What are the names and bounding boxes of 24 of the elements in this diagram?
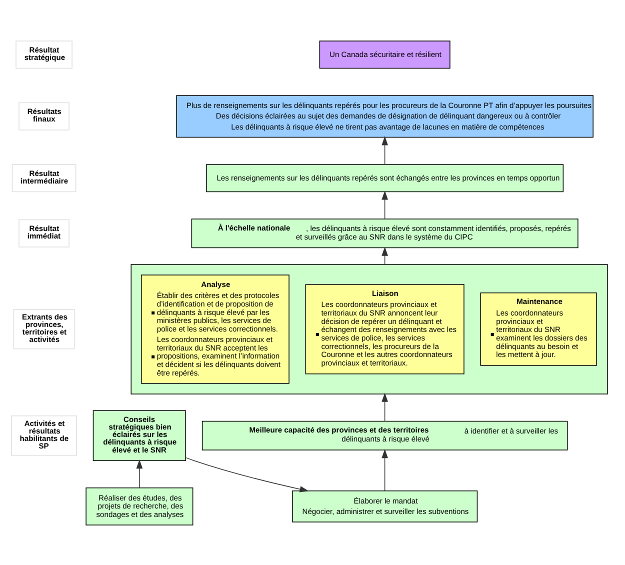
arrow	[382, 190, 388, 219]
node-box: Analyse Établir des critères et des protocoles d’identification et de proposition de délinquants à risque élevé par les ministères publics, les services de police et les services correctionnels. Les coordonnateurs provinciaux et territoriaux du SNR acceptent les propositions, examinent l’information et décident si les délinquants doivent être repérés.	[140, 274, 290, 384]
cluster	[130, 264, 608, 394]
label: Extrants des provinces, territoires et activités	[22, 312, 68, 344]
node-box: À l'échelle nationale, les délinquants à risque élevé sont constamment identifiés, proposés, repérés et surveillés grâce au SNR dans le système du CIPC	[191, 218, 578, 248]
arrow	[382, 448, 388, 490]
label: Résultats finaux	[27, 106, 62, 124]
node-box: Un Canada sécuritaire et résilient	[319, 40, 450, 68]
node-box: Conseils stratégiques bien éclairés sur les délinquants à risque élevé et le SNR	[92, 410, 186, 460]
node-box: Liaison Les coordonnateurs provinciaux et territoriaux du SNR annoncent leur décision de repérer un délinquant et échangent des renseignements avec les services de police, les services correctionnels, les procureurs de la Couronne et les autres coordonnateurs provinciaux et territoriaux.	[305, 284, 464, 374]
label: Résultat intermédiaire	[20, 168, 68, 185]
arrow	[382, 392, 388, 421]
label: Activités et résultats habilitants de SP	[20, 418, 69, 450]
arrow	[186, 456, 309, 492]
node-box: Élaborer le mandat Négocier, administrer et surveiller les subventions	[292, 490, 478, 522]
label: Résultat stratégique	[24, 44, 66, 62]
node-box: Plus de renseignements sur les délinquants repérés pour les procureurs de la Couronne PT afin d’appuyer les poursuites Des décisions éclairées au sujet des demandes de désignation de délinquant dangereux ou à contrôler Les délinquants à risque élevé ne tirent pas avantage de lacunes en matière de compétences	[176, 94, 594, 138]
node-box: Les renseignements sur les délinquants repérés sont échangés entre les provinces en temps opportun	[206, 164, 564, 192]
label: Résultat immédiat	[27, 224, 61, 240]
node-box: Maintenance Les coordonnateurs provinciaux et territoriaux du SNR examinent les dossiers des délinquants au besoin et les mettent à jour.	[480, 292, 597, 366]
arrow	[382, 136, 388, 164]
arrow	[136, 459, 143, 488]
node-box: Meilleure capacité des provinces et des territoires à identifier et à surveiller les délinquants à risque élevé	[202, 420, 568, 450]
node-box: Réaliser des études, des projets de recherche, des sondages et des analyses	[86, 486, 194, 525]
